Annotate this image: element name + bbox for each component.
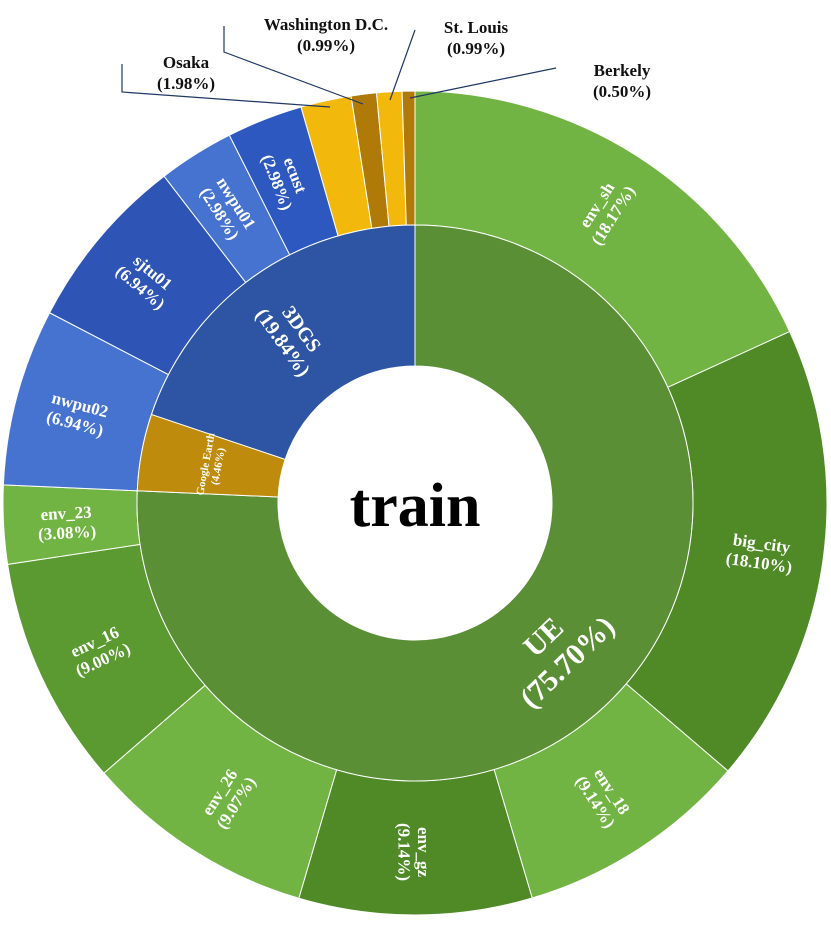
leader-washington-d-c	[223, 26, 364, 105]
external-label-washington-d-c: Washington D.C.(0.99%)	[264, 15, 388, 55]
outer-label-env-gz: env_gz(9.14%)	[394, 823, 433, 881]
outer-ring	[2, 90, 828, 916]
center-hole	[278, 366, 552, 640]
leader-st-louis	[389, 29, 416, 101]
leader-osaka	[121, 64, 331, 108]
external-label-osaka: Osaka(1.98%)	[157, 53, 215, 93]
external-label-berkely: Berkely(0.50%)	[593, 61, 651, 101]
center-label: train	[350, 472, 481, 540]
leader-berkely	[409, 67, 557, 99]
outer-label-env-23: env_23(3.08%)	[37, 502, 97, 544]
external-label-st-louis: St. Louis(0.99%)	[444, 18, 509, 58]
leader-lines	[121, 26, 557, 108]
